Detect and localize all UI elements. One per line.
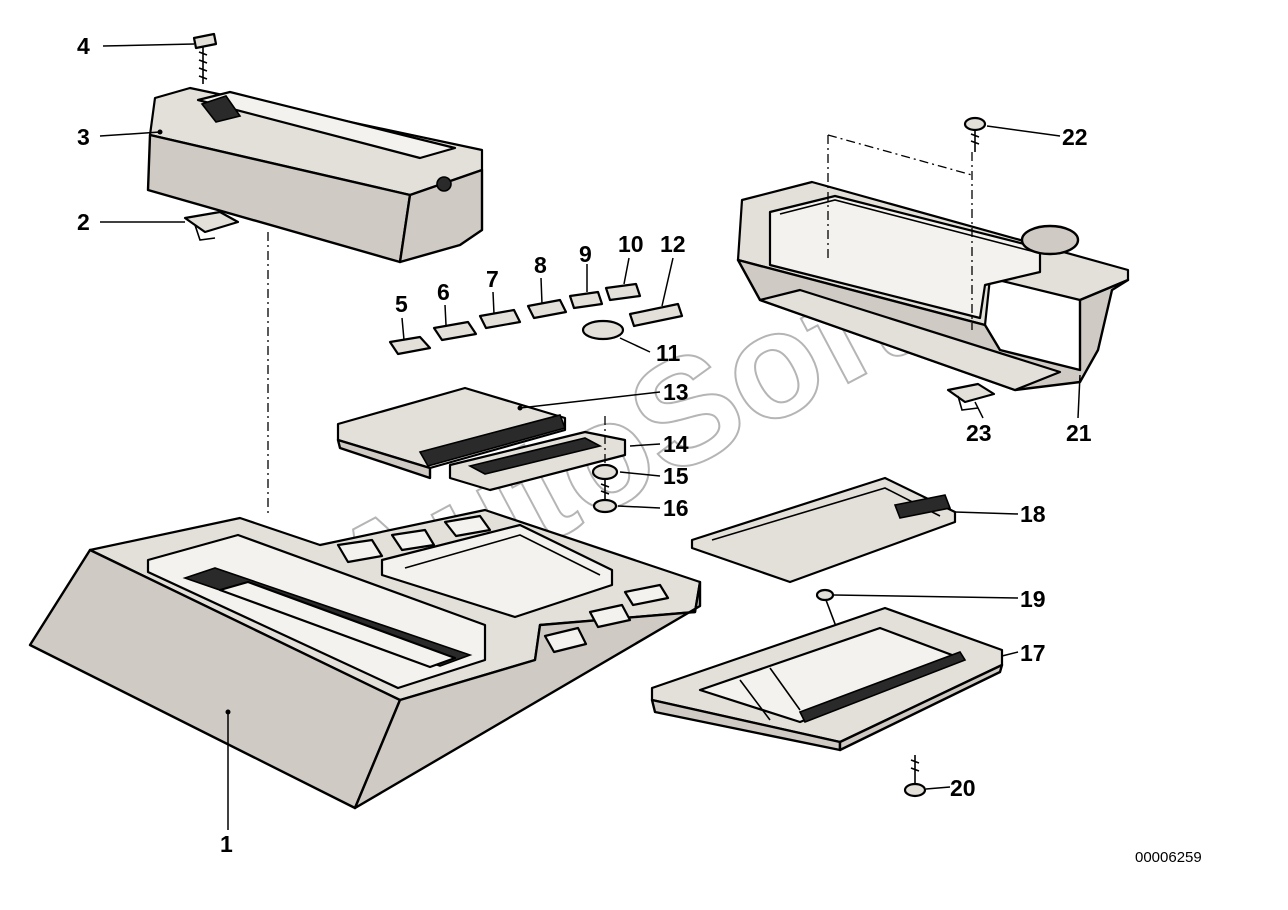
callout-20: 20 xyxy=(950,775,976,801)
part-5-letter[interactable] xyxy=(388,335,432,356)
callout-10: 10 xyxy=(618,231,644,257)
callout-14: 14 xyxy=(663,431,689,457)
callout-3: 3 xyxy=(77,124,90,150)
callout-13: 13 xyxy=(663,379,689,405)
callout-6: 6 xyxy=(437,279,450,305)
callout-9: 9 xyxy=(579,241,592,267)
callout-1: 1 xyxy=(220,831,233,857)
part-7-letter[interactable] xyxy=(478,308,522,330)
part-1-center-console[interactable] xyxy=(28,508,702,810)
callout-21: 21 xyxy=(1066,420,1092,446)
callout-12: 12 xyxy=(660,231,686,257)
diagram-reference-number: 00006259 xyxy=(1135,849,1202,866)
part-6-letter[interactable] xyxy=(432,320,478,342)
part-9-letter[interactable] xyxy=(568,290,604,310)
callout-5: 5 xyxy=(395,291,408,317)
part-11-emblem[interactable] xyxy=(581,319,625,341)
part-20-screw[interactable] xyxy=(903,755,927,798)
part-13-switch-panel[interactable] xyxy=(336,386,567,480)
callout-22: 22 xyxy=(1062,124,1088,150)
part-15-washer[interactable] xyxy=(591,463,619,481)
part-22-screw[interactable] xyxy=(963,116,987,152)
callout-17: 17 xyxy=(1020,640,1046,666)
part-2-clip[interactable] xyxy=(183,210,240,241)
part-16-screw[interactable] xyxy=(592,480,618,514)
part-23-clip[interactable] xyxy=(946,382,996,411)
part-10-letter[interactable] xyxy=(604,282,642,302)
leader-lines xyxy=(99,43,1081,830)
part-18-cover-plate[interactable] xyxy=(690,476,957,584)
callout-16: 16 xyxy=(663,495,689,521)
callout-7: 7 xyxy=(486,266,499,292)
callout-11: 11 xyxy=(656,340,681,366)
callouts: 1 2 3 4 5 6 7 8 9 10 11 12 13 14 15 16 1… xyxy=(77,33,1092,857)
part-17-selector-frame[interactable] xyxy=(650,606,1004,752)
callout-19: 19 xyxy=(1020,586,1046,612)
part-8-letter[interactable] xyxy=(526,298,568,320)
part-14-bracket[interactable] xyxy=(448,430,627,492)
assembly-line-21-a xyxy=(827,134,973,176)
part-3-armrest[interactable] xyxy=(146,86,484,264)
callout-23: 23 xyxy=(966,420,992,446)
callout-15: 15 xyxy=(663,463,689,489)
callout-2: 2 xyxy=(77,209,90,235)
callout-4: 4 xyxy=(77,33,90,59)
part-4-screw[interactable] xyxy=(192,32,218,84)
part-12-letter[interactable] xyxy=(628,302,684,328)
callout-8: 8 xyxy=(534,252,547,278)
callout-18: 18 xyxy=(1020,501,1046,527)
